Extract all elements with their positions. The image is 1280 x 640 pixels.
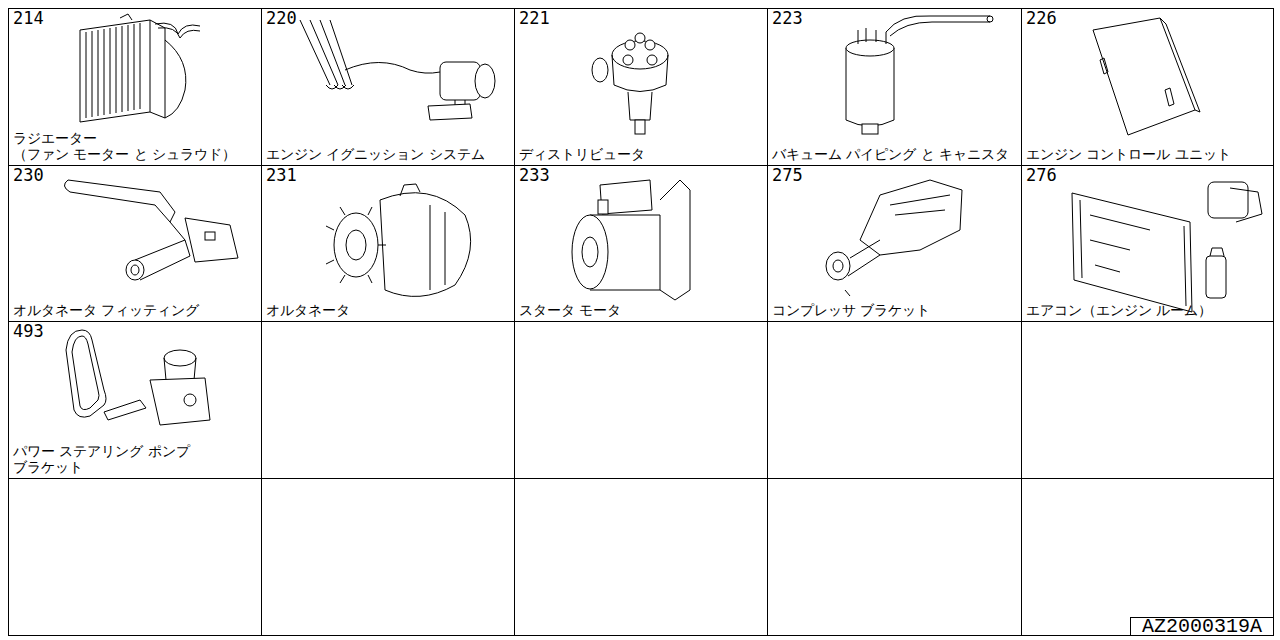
callout-number: 221 <box>519 9 550 28</box>
callout-number: 276 <box>1026 166 1057 185</box>
callout-number: 220 <box>266 9 297 28</box>
distributor-drawing <box>592 33 668 134</box>
part-cell: 231 オルタネータ <box>261 165 514 321</box>
radiator-drawing <box>80 14 200 122</box>
control-unit-drawing <box>1093 18 1200 135</box>
callout-number: 230 <box>13 166 44 185</box>
catalog-grid <box>8 8 1274 636</box>
ignition-system-drawing <box>300 20 495 120</box>
part-name: エンジン コントロール ユニット <box>1026 146 1271 162</box>
callout-number: 231 <box>266 166 297 185</box>
part-cell: 230 オルタネータ フィッティング <box>8 165 261 321</box>
wrap-spacer <box>118 130 258 131</box>
part-cell: 221 ディストリビュータ <box>514 8 767 165</box>
callout-number: 226 <box>1026 9 1057 28</box>
canister-drawing <box>846 16 993 134</box>
compressor-bracket-drawing <box>826 180 962 296</box>
callout-number: 233 <box>519 166 550 185</box>
part-name: バキューム パイピング と キャニスタ <box>772 146 1017 162</box>
drawing-number: AZ2000319A <box>1142 618 1262 636</box>
part-name: オルタネータ フィッティング <box>13 302 258 318</box>
part-name: スタータ モータ <box>519 302 764 318</box>
part-name: コンプレッサ ブラケット <box>772 302 1017 318</box>
part-cell: 220 エンジン イグニッション システム <box>261 8 514 165</box>
alternator-drawing <box>326 184 471 296</box>
air-conditioner-drawing <box>1072 182 1262 312</box>
bracket-drawing <box>64 180 238 280</box>
part-name: ラジエーター （ファン モーター と シュラウド） <box>13 130 258 162</box>
part-cell: 223 バキューム パイピング と キャニスタ <box>767 8 1021 165</box>
power-steering-drawing <box>66 330 210 425</box>
part-cell: 226 エンジン コントロール ユニット <box>1021 8 1274 165</box>
drawing-number-box: AZ2000319A <box>1130 617 1274 636</box>
part-cell: 275 コンプレッサ ブラケット <box>767 165 1021 321</box>
part-name: エンジン イグニッション システム <box>266 146 511 162</box>
callout-number: 223 <box>772 9 803 28</box>
callout-number: 493 <box>13 322 44 341</box>
part-name: エアコン（エンジン ルーム） <box>1026 302 1271 318</box>
part-name: パワー ステアリング ポンプ ブラケット <box>13 443 258 475</box>
callout-number: 275 <box>772 166 803 185</box>
part-cell: 214 ラジエーター （ファン モーター と シュラウド） <box>8 8 261 165</box>
part-cell: 276 エアコン（エンジン ルーム） <box>1021 165 1274 321</box>
starter-drawing <box>572 180 690 300</box>
part-cell: 233 スタータ モータ <box>514 165 767 321</box>
callout-number: 214 <box>13 9 44 28</box>
part-cell: 493 パワー ステアリング ポンプ ブラケット <box>8 321 261 478</box>
part-name: オルタネータ <box>266 302 511 318</box>
part-name: ディストリビュータ <box>519 146 764 162</box>
